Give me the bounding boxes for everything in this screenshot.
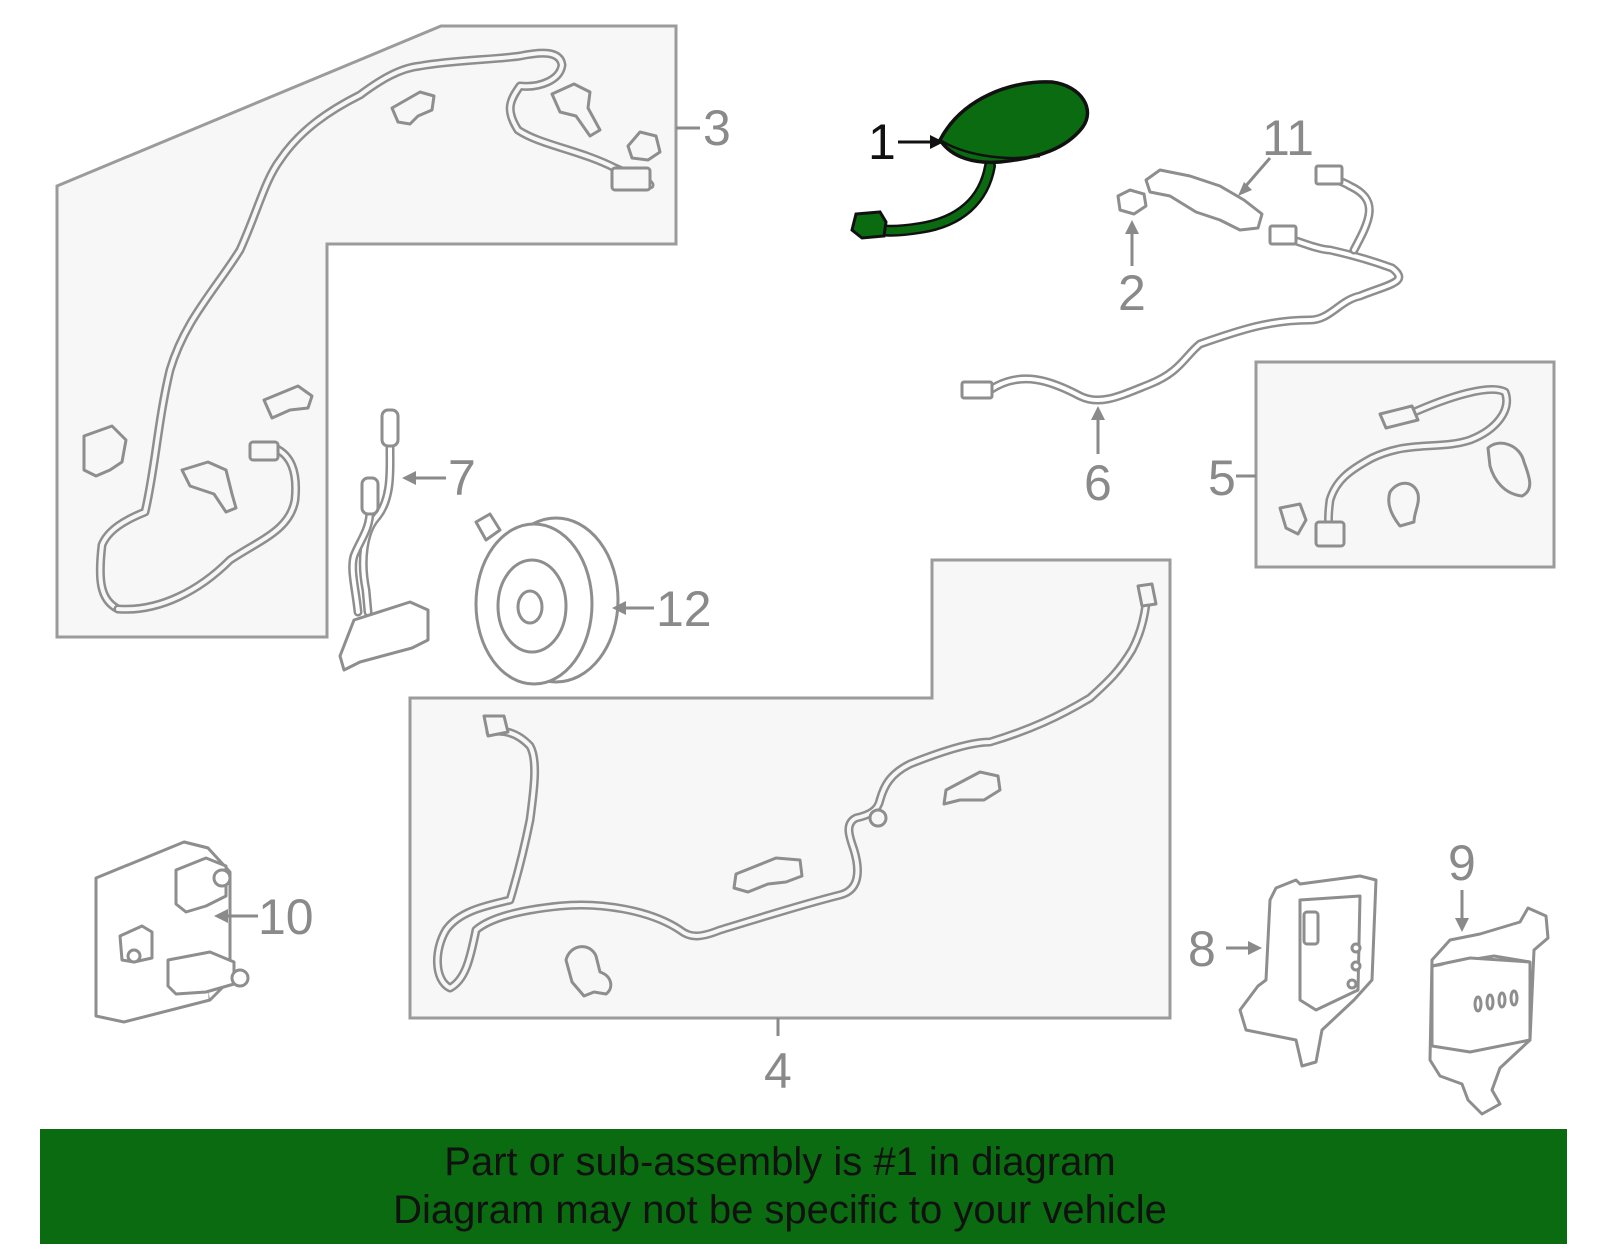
part-5-harness-group[interactable]: 5 [1208, 360, 1556, 569]
part-6-cable[interactable]: 6 [960, 164, 1404, 511]
leader-7-arrow [402, 471, 416, 485]
part-10-module[interactable]: 10 [94, 840, 314, 1024]
callout-8: 8 [1188, 921, 1216, 977]
bracket-8-hole-a [1350, 942, 1362, 954]
harness-3-main-wire-inner [98, 51, 652, 611]
leader-6-arrow [1091, 406, 1105, 420]
bracket-8-tab [1302, 910, 1320, 946]
callout-1: 1 [868, 114, 896, 170]
connector-6b [1268, 224, 1298, 246]
leader-10-arrow [214, 909, 228, 923]
clip-3a [390, 90, 436, 126]
leader-8-arrow [1248, 941, 1262, 955]
clip-5c [1486, 441, 1532, 498]
clip-5b [1387, 481, 1420, 528]
bolt-10c [126, 948, 142, 964]
connector-4b [482, 714, 510, 738]
callout-6: 6 [1084, 455, 1112, 511]
module-9-vent-b [1485, 993, 1495, 1011]
module-9-vent-c [1497, 991, 1507, 1009]
callout-12: 12 [656, 581, 712, 637]
speaker-12-cap [516, 589, 544, 625]
clip-4a [732, 856, 804, 894]
part-7-cable[interactable]: 7 [338, 408, 476, 672]
leader-2-arrow [1125, 220, 1139, 234]
nut-2 [1116, 188, 1148, 216]
module-9-vent-d [1509, 989, 1519, 1007]
module-9-top [1431, 956, 1531, 968]
clip-3d [180, 460, 238, 514]
module-10-bracket-b [166, 950, 236, 996]
antenna-1-body [937, 80, 1090, 165]
part-9-module[interactable]: 9 [1428, 835, 1550, 1116]
module-9-vent-a [1473, 995, 1483, 1013]
connector-11 [1144, 168, 1264, 232]
callout-4: 4 [764, 1043, 792, 1099]
leader-9-arrow [1455, 918, 1469, 932]
part-11-connector[interactable]: 11 [1144, 110, 1314, 232]
bracket-8-hole-c [1346, 978, 1358, 990]
callout-5: 5 [1208, 450, 1236, 506]
clip-3e [262, 384, 314, 420]
leader-12-arrow [612, 601, 626, 615]
connector-3b [248, 440, 280, 462]
harness-3-lower-branch-inner [116, 446, 298, 612]
clip-4c [564, 945, 613, 998]
clip-3c [82, 424, 128, 478]
part-12-speaker[interactable]: 12 [474, 512, 712, 686]
connector-4a [1136, 582, 1158, 608]
part-1-antenna[interactable]: 1 [850, 80, 1090, 240]
clip-5a [1278, 502, 1308, 536]
antenna-1-base [939, 138, 1041, 160]
part-2-nut[interactable]: 2 [1116, 188, 1148, 321]
part-3-harness-group[interactable]: 3 [55, 24, 731, 639]
connector-6c [1314, 164, 1344, 186]
plug-7a [380, 408, 400, 448]
cable-7-b-inner [350, 484, 372, 614]
part-4-harness-group[interactable]: 4 [408, 558, 1172, 1099]
cable-6-inner [988, 234, 1401, 402]
harness-5-wire-inner [1326, 387, 1509, 532]
notice-banner: Part or sub-assembly is #1 in diagram Di… [40, 1129, 1567, 1244]
banner-line-2: Diagram may not be specific to your vehi… [393, 1188, 1167, 1232]
callout-2: 2 [1118, 265, 1146, 321]
harness-4-main-wire-inner [435, 602, 1148, 990]
banner-line-1: Part or sub-assembly is #1 in diagram [444, 1140, 1116, 1184]
callout-11: 11 [1262, 110, 1314, 166]
bolt-10b [230, 968, 250, 988]
callout-10: 10 [258, 889, 314, 945]
leader-1-arrow [930, 135, 944, 149]
cable-7-a-inner [361, 416, 393, 614]
connector-6a [960, 380, 994, 400]
callout-3: 3 [703, 100, 731, 156]
connector-3a [610, 166, 652, 192]
bracket-8-hole-b [1350, 960, 1362, 972]
bracket-7 [338, 600, 430, 672]
callout-7: 7 [448, 450, 476, 506]
leader-11-arrow [1238, 182, 1252, 196]
grommet-4 [868, 808, 888, 828]
antenna-1-connector [850, 210, 888, 240]
bolt-10a [212, 868, 232, 888]
clip-3b [550, 82, 602, 138]
module-10-bracket-a [174, 856, 228, 914]
part-8-bracket[interactable]: 8 [1188, 874, 1378, 1068]
speaker-12-tab [474, 512, 502, 542]
clip-4b [942, 770, 1002, 806]
plug-7b [360, 476, 380, 516]
leader-11 [1242, 157, 1272, 189]
grommet-3 [626, 130, 662, 162]
connector-5a [1378, 404, 1420, 430]
callout-9: 9 [1448, 835, 1476, 891]
connector-5b [1314, 520, 1346, 548]
